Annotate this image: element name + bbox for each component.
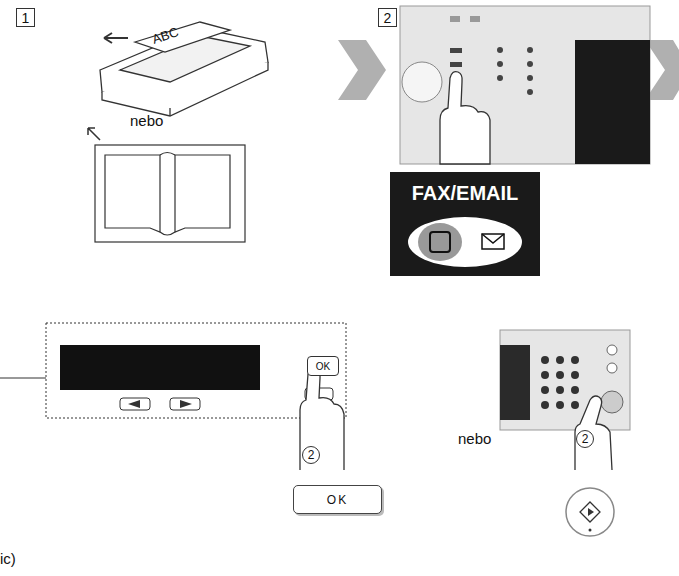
fax-email-panel: FAX/EMAIL [390, 172, 540, 276]
step-number: 1 [16, 8, 35, 27]
node-text: 2 [384, 10, 392, 26]
start-button [566, 488, 614, 536]
keypad-panel [500, 330, 630, 470]
step-number: 2 [378, 8, 397, 27]
node-text: FAX/EMAIL [412, 182, 519, 205]
node-text: 1 [22, 10, 30, 26]
touch-screen [0, 323, 346, 470]
cut-text: ic) [0, 550, 16, 567]
node-text: 2 [308, 448, 315, 462]
callout-number: 2 [576, 430, 594, 448]
or-label: nebo [130, 112, 163, 129]
step-chevron [338, 40, 386, 100]
book-on-glass [88, 128, 245, 242]
node-text: OK [327, 493, 348, 507]
control-panel [400, 6, 650, 164]
node-text: 2 [582, 432, 589, 446]
node-text: OK [316, 361, 330, 372]
ok-button: OK [293, 485, 382, 514]
callout-number: 2 [302, 446, 320, 464]
ok-button: OK [307, 356, 339, 376]
document-feeder [100, 22, 268, 116]
or-label: nebo [458, 430, 491, 447]
